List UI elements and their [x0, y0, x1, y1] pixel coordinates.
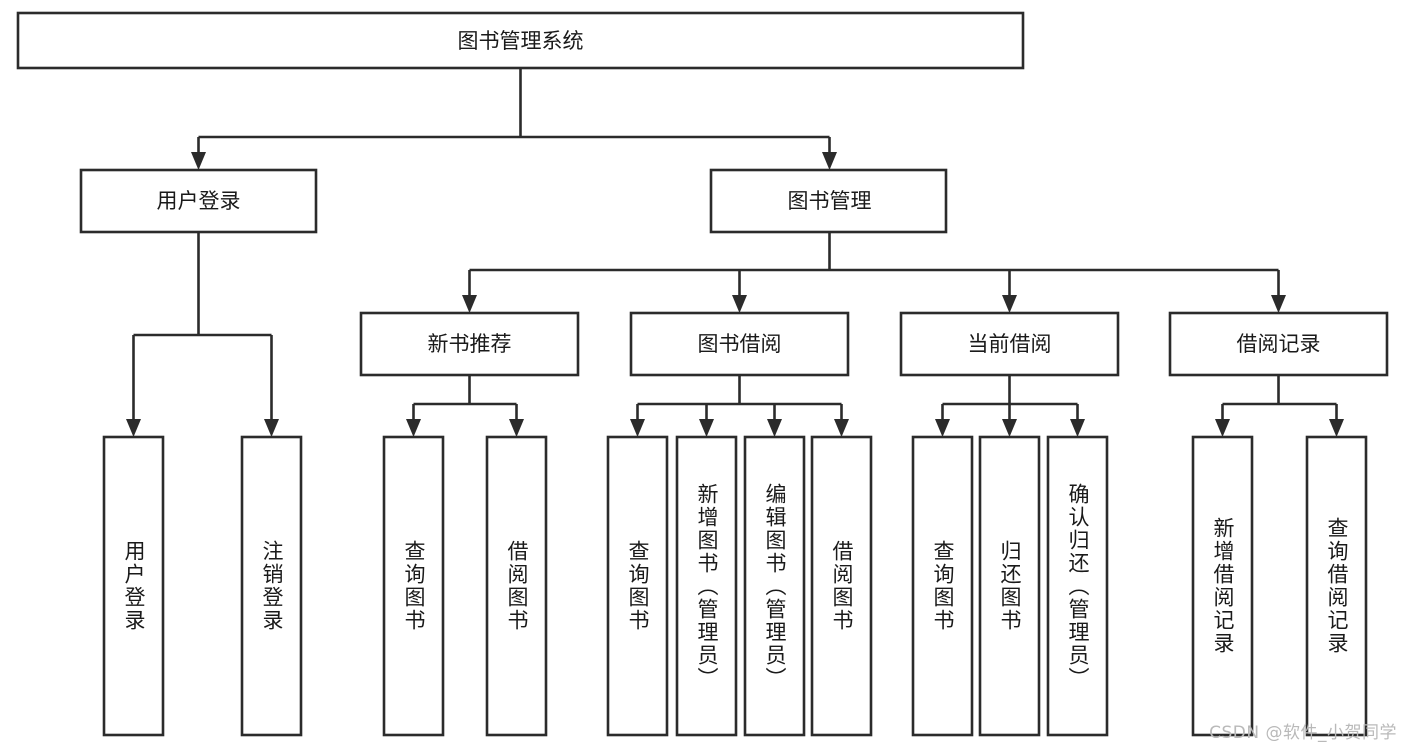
leaf-box-bb-borrow[interactable] — [810, 435, 873, 737]
arrowhead-leaf-bb-1 — [630, 419, 645, 437]
arrowhead-book-manage — [822, 152, 837, 170]
node-user-login-box[interactable] — [79, 168, 318, 234]
arrowhead-book-borrow — [732, 295, 747, 313]
leaf-box-bb-add[interactable] — [675, 435, 738, 737]
leaf-box-bb-query[interactable] — [606, 435, 669, 737]
connectors-group — [126, 68, 1344, 437]
arrowhead-leaf-br-1 — [1215, 419, 1230, 437]
leaf-box-user-login[interactable] — [102, 435, 165, 737]
node-book-manage-box[interactable] — [709, 168, 948, 234]
arrowhead-current-borrow — [1002, 295, 1017, 313]
node-book-borrow-box[interactable] — [629, 311, 850, 377]
node-root-label: 图书管理系统 — [458, 29, 584, 53]
nodes-group: 图书管理系统 用户登录 图书管理 新书推荐 图书借阅 当前借阅 借阅记录 — [16, 11, 1389, 737]
arrowhead-leaf-user-login — [126, 419, 141, 437]
arrowhead-leaf-logout — [264, 419, 279, 437]
arrowhead-leaf-bb-3 — [767, 419, 782, 437]
arrowhead-leaf-bb-2 — [699, 419, 714, 437]
node-root-box[interactable] — [16, 11, 1025, 70]
arrowhead-user-login — [191, 152, 206, 170]
leaf-box-bb-edit[interactable] — [743, 435, 806, 737]
leaf-box-cb-return[interactable] — [978, 435, 1041, 737]
leaf-box-nb-query[interactable] — [382, 435, 445, 737]
node-current-borrow-box[interactable] — [899, 311, 1120, 377]
leaf-box-br-add[interactable] — [1191, 435, 1254, 737]
node-borrow-record-label: 借阅记录 — [1237, 332, 1321, 356]
arrowhead-leaf-cb-3 — [1070, 419, 1085, 437]
node-new-book-label: 新书推荐 — [428, 332, 512, 356]
node-current-borrow-label: 当前借阅 — [968, 332, 1052, 356]
node-borrow-record-box[interactable] — [1168, 311, 1389, 377]
arrowhead-leaf-cb-1 — [935, 419, 950, 437]
node-new-book-box[interactable] — [359, 311, 580, 377]
csdn-watermark: CSDN @软件_小贺同学 — [1209, 723, 1397, 743]
node-user-login-label: 用户登录 — [157, 189, 241, 213]
arrowhead-leaf-nb-1 — [406, 419, 421, 437]
leaf-box-br-query[interactable] — [1305, 435, 1368, 737]
arrowhead-new-book — [462, 295, 477, 313]
node-book-manage-label: 图书管理 — [788, 189, 872, 213]
arrowhead-leaf-br-2 — [1329, 419, 1344, 437]
arrowhead-leaf-nb-2 — [509, 419, 524, 437]
arrowhead-leaf-bb-4 — [834, 419, 849, 437]
leaf-box-cb-query[interactable] — [911, 435, 974, 737]
arrowhead-borrow-record — [1271, 295, 1286, 313]
leaf-box-logout[interactable] — [240, 435, 303, 737]
node-book-borrow-label: 图书借阅 — [698, 332, 782, 356]
leaf-box-cb-confirm[interactable] — [1046, 435, 1109, 737]
arrowhead-leaf-cb-2 — [1002, 419, 1017, 437]
leaf-box-nb-borrow[interactable] — [485, 435, 548, 737]
